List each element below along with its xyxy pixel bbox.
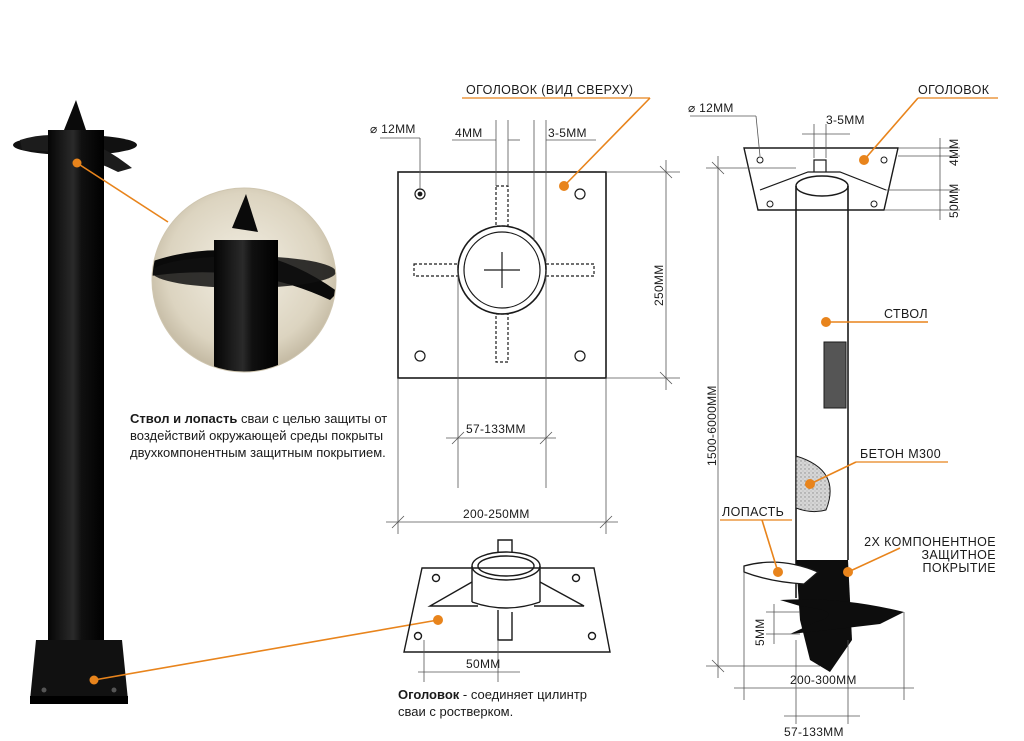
description-head-text: - соединяет цилинтр сваи с ростверком.	[398, 687, 588, 719]
label-head-top-view: ОГОЛОВОК (ВИД СВЕРХУ)	[466, 83, 633, 97]
side-trunk-plate	[823, 341, 847, 409]
label-trunk: СТВОЛ	[884, 307, 928, 321]
side-tip	[796, 560, 852, 672]
dim-top-rib-3-5mm: 3-5ММ	[548, 126, 587, 140]
label-head: ОГОЛОВОК	[918, 83, 990, 97]
label-coating-3: ПОКРЫТИЕ	[922, 561, 996, 575]
pile-photo-trunk	[48, 130, 104, 670]
head-top-pipe-inner	[463, 231, 541, 309]
pile-photo-base-plate	[30, 640, 128, 700]
head-perspective	[403, 539, 611, 653]
dim-top-hole: ⌀ 12ММ	[370, 122, 416, 136]
description-head: Оголовок - соединяет цилинтр сваи с рост…	[398, 686, 608, 720]
head-persp-plate	[403, 567, 611, 653]
dim-side-4mm: 4ММ	[947, 138, 961, 166]
description-head-bold: Оголовок	[398, 687, 460, 702]
dim-top-plate-width: 200-250ММ	[463, 507, 530, 521]
dim-side-50mm: 50ММ	[947, 183, 961, 218]
pile-photo	[13, 100, 439, 704]
dim-top-pipe-diameter: 57-133ММ	[466, 422, 526, 436]
side-dimensions	[690, 115, 960, 724]
side-callouts	[720, 97, 998, 577]
head-persp-marker	[433, 615, 443, 625]
dim-side-blade-diameter: 200-300ММ	[790, 673, 857, 687]
side-blade-lower	[780, 599, 904, 634]
head-top-view	[397, 171, 607, 379]
label-blade: ЛОПАСТЬ	[722, 505, 784, 519]
pile-side-view	[743, 147, 904, 672]
head-top-plate	[397, 171, 607, 379]
dim-top-plate-250: 250ММ	[652, 264, 666, 306]
dim-side-pipe-diameter: 57-133ММ	[784, 725, 844, 739]
label-coating-2: ЗАЩИТНОЕ	[921, 548, 996, 562]
label-concrete: БЕТОН М300	[860, 447, 941, 461]
description-trunk-blade-text: сваи с целью защиты от воздействий окруж…	[130, 411, 388, 460]
description-trunk-blade: Ствол и лопасть сваи с целью защиты от в…	[130, 410, 400, 461]
dim-side-3-5mm: 3-5ММ	[826, 113, 865, 127]
description-trunk-blade-bold: Ствол и лопасть	[130, 411, 238, 426]
head-top-dimensions	[380, 120, 680, 534]
dim-side-hole: ⌀ 12ММ	[688, 101, 734, 115]
dim-top-rib-4mm: 4ММ	[455, 126, 483, 140]
label-coating-1: 2Х КОМПОНЕНТНОЕ	[864, 535, 996, 549]
zoom-circle	[151, 187, 337, 373]
dim-side-length: 1500-6000ММ	[705, 385, 719, 466]
dim-side-5mm: 5ММ	[753, 618, 767, 646]
pile-photo-tip	[64, 100, 86, 130]
dim-persp-rib-50: 50ММ	[466, 657, 501, 671]
